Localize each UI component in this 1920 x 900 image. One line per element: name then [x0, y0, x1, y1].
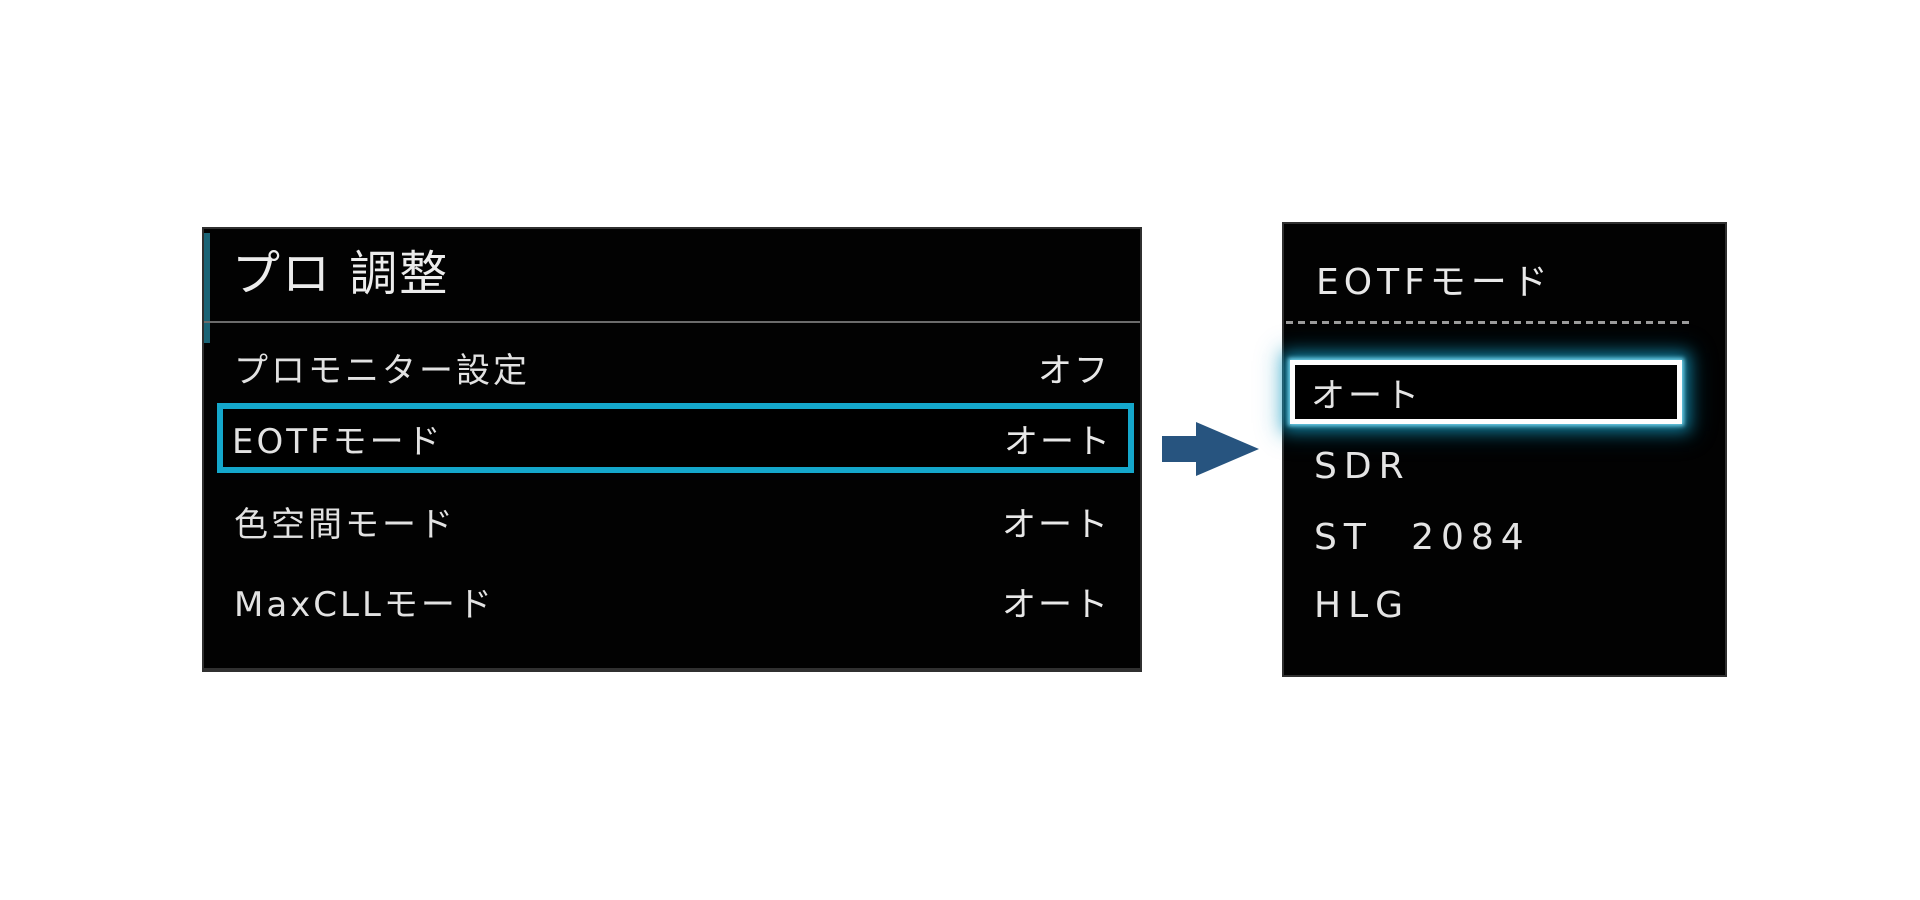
title-divider-dashed	[1286, 321, 1691, 324]
menu-item-label: 色空間モード	[234, 504, 456, 545]
option-label: SDR	[1314, 445, 1411, 487]
menu-item-value: オート	[1002, 504, 1110, 545]
eotf-mode-panel: EOTFモード オート SDR ST 2084 HLG	[1282, 222, 1727, 677]
right-arrow-icon	[1162, 422, 1259, 476]
menu-item-label: MaxCLLモード	[234, 584, 495, 625]
menu-item-value: オート	[1004, 421, 1112, 462]
option-auto[interactable]: オート	[1290, 360, 1682, 424]
option-label: ST 2084	[1314, 516, 1531, 558]
option-sdr[interactable]: SDR	[1284, 444, 1725, 488]
menu-item-color-space-mode[interactable]: 色空間モード オート	[204, 499, 1140, 545]
menu-item-value: オフ	[1038, 350, 1110, 391]
title-accent-bar	[204, 233, 210, 343]
eotf-mode-title: EOTFモード	[1316, 262, 1553, 303]
menu-item-value: オート	[1002, 584, 1110, 625]
title-divider	[204, 321, 1140, 323]
menu-item-label: EOTFモード	[232, 421, 444, 462]
menu-item-eotf-mode[interactable]: EOTFモード オート	[217, 403, 1134, 473]
option-label: オート	[1311, 375, 1422, 416]
menu-item-maxcll-mode[interactable]: MaxCLLモード オート	[204, 579, 1140, 625]
option-st2084[interactable]: ST 2084	[1284, 515, 1725, 559]
option-label: HLG	[1314, 584, 1411, 626]
menu-item-pro-monitor-settings[interactable]: プロモニター設定 オフ	[204, 345, 1140, 391]
option-hlg[interactable]: HLG	[1284, 583, 1725, 627]
menu-item-label: プロモニター設定	[234, 350, 530, 391]
pro-adjustment-panel: プロ 調整 プロモニター設定 オフ EOTFモード オート 色空間モード オート…	[202, 227, 1142, 672]
pro-adjustment-title: プロ 調整	[232, 246, 450, 302]
